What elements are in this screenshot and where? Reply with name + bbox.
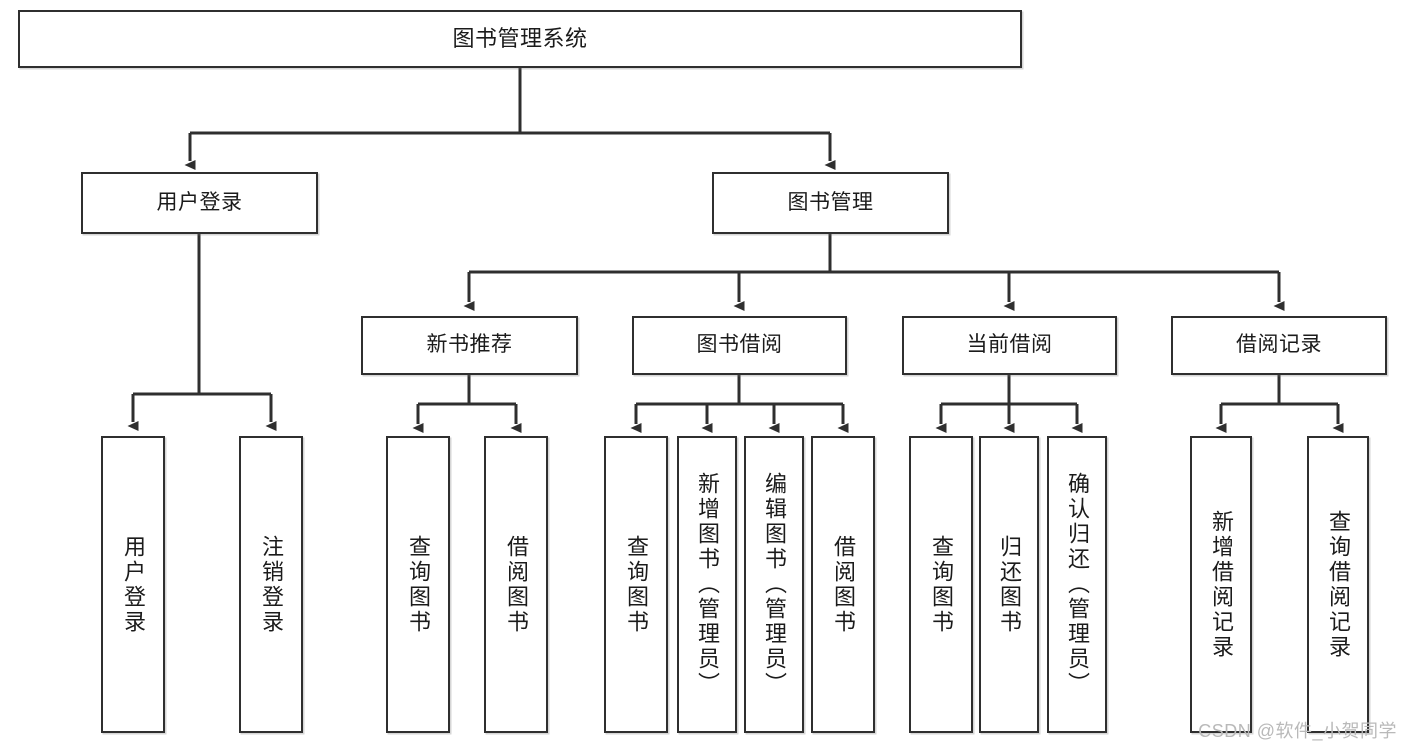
leaf-records-query-record[interactable]: 查询借阅记录 <box>1307 436 1369 733</box>
node-label: 确认归还（管理员） <box>1065 472 1090 697</box>
node-label: 新书推荐 <box>426 333 513 357</box>
node-label: 新增借阅记录 <box>1209 509 1234 660</box>
node-label: 查询借阅记录 <box>1326 509 1351 660</box>
leaf-user-login-logout[interactable]: 注销登录 <box>239 436 303 733</box>
node-label: 当前借阅 <box>966 333 1053 357</box>
node-root-system[interactable]: 图书管理系统 <box>18 10 1022 68</box>
leaf-current-confirm-return-admin[interactable]: 确认归还（管理员） <box>1047 436 1107 733</box>
node-label: 图书管理 <box>787 190 874 214</box>
leaf-new-book-borrow[interactable]: 借阅图书 <box>484 436 548 733</box>
csdn-watermark: CSDN @软件_小贺同学 <box>1198 721 1397 741</box>
node-label: 借阅图书 <box>504 534 529 635</box>
leaf-current-query-book[interactable]: 查询图书 <box>909 436 973 733</box>
node-label: 归还图书 <box>997 534 1022 635</box>
node-current-borrow[interactable]: 当前借阅 <box>902 316 1117 375</box>
leaf-borrow-edit-book-admin[interactable]: 编辑图书（管理员） <box>744 436 804 733</box>
node-label: 用户登录 <box>156 190 243 214</box>
node-label: 图书管理系统 <box>452 26 588 52</box>
leaf-user-login-login[interactable]: 用户登录 <box>101 436 165 733</box>
leaf-borrow-add-book-admin[interactable]: 新增图书（管理员） <box>677 436 737 733</box>
node-new-book-recommend[interactable]: 新书推荐 <box>361 316 578 375</box>
node-label: 新增图书（管理员） <box>695 472 720 697</box>
node-label: 图书借阅 <box>696 333 783 357</box>
leaf-borrow-borrow-book[interactable]: 借阅图书 <box>811 436 875 733</box>
leaf-current-return-book[interactable]: 归还图书 <box>979 436 1039 733</box>
node-book-management[interactable]: 图书管理 <box>712 172 949 234</box>
leaf-records-add-record[interactable]: 新增借阅记录 <box>1190 436 1252 733</box>
node-label: 用户登录 <box>121 534 146 635</box>
node-label: 查询图书 <box>929 534 954 635</box>
node-label: 查询图书 <box>624 534 649 635</box>
leaf-borrow-query-book[interactable]: 查询图书 <box>604 436 668 733</box>
leaf-new-book-query[interactable]: 查询图书 <box>386 436 450 733</box>
node-label: 借阅图书 <box>831 534 856 635</box>
node-book-borrow[interactable]: 图书借阅 <box>632 316 847 375</box>
node-label: 注销登录 <box>259 534 284 635</box>
node-label: 查询图书 <box>406 534 431 635</box>
node-user-login[interactable]: 用户登录 <box>81 172 318 234</box>
node-label: 编辑图书（管理员） <box>762 472 787 697</box>
node-label: 借阅记录 <box>1236 333 1322 357</box>
node-borrow-records[interactable]: 借阅记录 <box>1171 316 1387 375</box>
